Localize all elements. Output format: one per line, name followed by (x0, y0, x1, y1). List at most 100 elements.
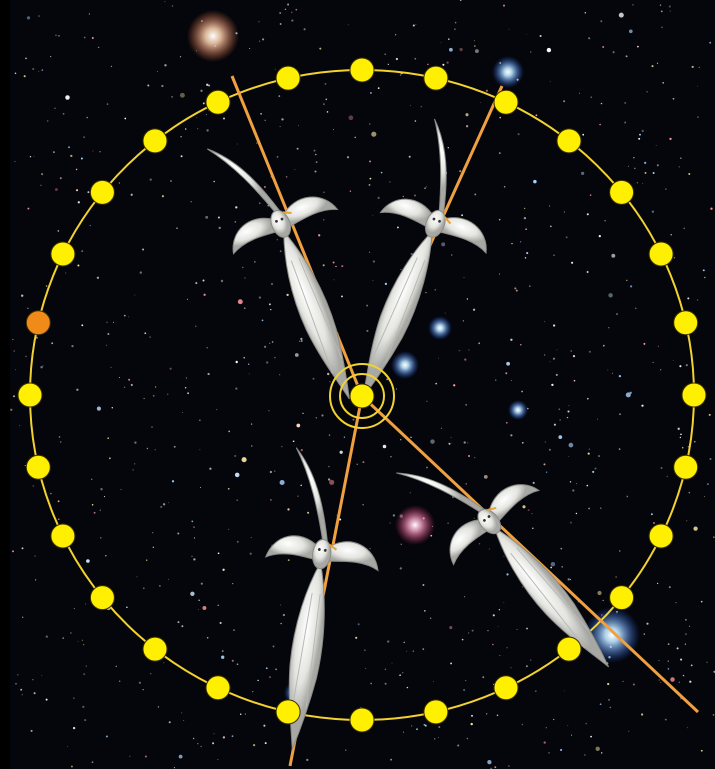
star (249, 373, 250, 374)
star (195, 326, 196, 327)
star (197, 743, 198, 744)
star (642, 183, 643, 184)
star (579, 93, 580, 94)
star (278, 95, 280, 97)
star (430, 439, 434, 443)
star (264, 186, 266, 188)
star (584, 754, 585, 755)
star (213, 181, 215, 183)
star (366, 330, 368, 332)
star (551, 384, 553, 386)
star (314, 150, 316, 152)
star (576, 513, 577, 514)
star (548, 752, 549, 753)
star (116, 666, 117, 667)
star (126, 606, 128, 608)
star (674, 257, 676, 259)
star (504, 186, 506, 188)
star (570, 522, 572, 524)
star (181, 712, 182, 713)
star (218, 552, 220, 554)
star (106, 345, 107, 346)
star (619, 375, 621, 377)
star (59, 436, 61, 438)
star (163, 662, 164, 663)
star (632, 4, 634, 6)
star (218, 216, 220, 218)
star (171, 96, 173, 98)
star (644, 633, 645, 634)
star (262, 320, 264, 322)
star (528, 509, 530, 511)
star (41, 675, 42, 676)
star (499, 655, 500, 656)
ring-dot (649, 242, 673, 266)
star (121, 489, 122, 490)
star (180, 136, 181, 137)
star (340, 451, 343, 454)
star (560, 419, 561, 420)
star (387, 640, 389, 642)
star (172, 5, 174, 7)
star (244, 307, 245, 308)
star (268, 410, 269, 411)
star (196, 117, 197, 118)
star (38, 71, 39, 72)
star (450, 662, 452, 664)
star (74, 608, 75, 609)
star (187, 299, 188, 300)
star (105, 555, 107, 557)
star (427, 64, 429, 66)
star (390, 456, 391, 457)
star (624, 122, 626, 124)
star (328, 478, 330, 480)
star (42, 365, 43, 366)
star (99, 151, 100, 152)
star (82, 640, 83, 641)
ring-dot (674, 455, 698, 479)
star (266, 667, 268, 669)
star (132, 469, 133, 470)
star (193, 526, 195, 528)
star (352, 419, 354, 421)
ring-dot (276, 66, 300, 90)
star (291, 20, 293, 22)
star (159, 585, 161, 587)
star (446, 61, 448, 63)
star (327, 373, 329, 375)
star (425, 292, 427, 294)
star (434, 738, 435, 739)
star (680, 157, 681, 158)
star (626, 496, 628, 498)
star (433, 681, 434, 682)
star (573, 355, 575, 357)
star (550, 226, 551, 227)
star (608, 293, 612, 297)
star (545, 441, 546, 442)
star (169, 721, 171, 723)
star (270, 309, 271, 310)
star (435, 383, 437, 385)
star (704, 496, 705, 497)
star (687, 297, 689, 299)
star (252, 691, 253, 692)
star (85, 604, 86, 605)
star (113, 322, 114, 323)
star (291, 12, 293, 14)
star (150, 673, 151, 674)
star (605, 220, 606, 221)
star (25, 356, 27, 358)
star (301, 340, 303, 342)
star (544, 321, 545, 322)
star (139, 682, 141, 684)
star (111, 66, 112, 67)
star (546, 727, 547, 728)
star (58, 35, 59, 36)
star (347, 156, 349, 158)
star (232, 660, 234, 662)
star (364, 649, 365, 650)
star (525, 228, 527, 230)
star (147, 84, 149, 86)
star (214, 733, 215, 734)
star (283, 614, 285, 616)
